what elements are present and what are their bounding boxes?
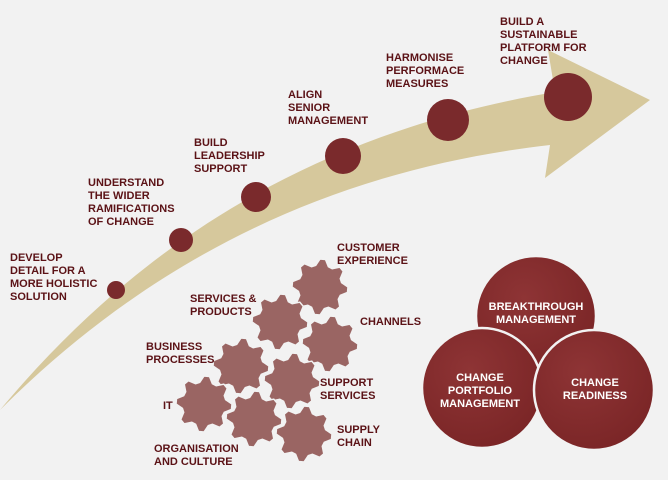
step-label-align-senior-management: ALIGN SENIOR MANAGEMENT bbox=[288, 89, 369, 127]
gear-label-customer-experience: CUSTOMER EXPERIENCE bbox=[337, 242, 408, 267]
circle-change-readiness bbox=[532, 328, 656, 452]
step-dot-2 bbox=[169, 228, 193, 252]
gear-customer-experience bbox=[291, 258, 349, 316]
step-dot-5 bbox=[427, 99, 469, 141]
circle-label-change-readiness: CHANGE READINESS bbox=[562, 377, 628, 402]
step-label-develop-detail: DEVELOP DETAIL FOR A MORE HOLISTIC SOLUT… bbox=[10, 252, 98, 303]
gear-cluster bbox=[175, 258, 359, 463]
gear-label-channels: CHANNELS bbox=[360, 316, 422, 328]
gear-it bbox=[175, 375, 233, 433]
gear-supply-chain bbox=[225, 390, 283, 448]
gear-label-support-services: SUPPORT SERVICES bbox=[320, 377, 376, 402]
gear-business-processes bbox=[212, 337, 270, 395]
gear-support-services bbox=[263, 352, 321, 410]
gear-label-services-products: SERVICES & PRODUCTS bbox=[190, 293, 257, 318]
gear-organisation-culture bbox=[275, 405, 333, 463]
step-dot-4 bbox=[325, 138, 361, 174]
management-circles bbox=[420, 254, 656, 452]
step-label-build-leadership: BUILD LEADERSHIP SUPPORT bbox=[194, 137, 265, 175]
step-dots bbox=[107, 73, 592, 299]
step-label-sustainable-platform: BUILD A SUSTAINABLE PLATFORM FOR CHANGE bbox=[500, 16, 587, 67]
step-dot-1 bbox=[107, 281, 125, 299]
circle-label-change-portfolio-management: CHANGE PORTFOLIO MANAGEMENT bbox=[439, 372, 521, 410]
step-dot-3 bbox=[241, 182, 271, 212]
circle-label-breakthrough-management: BREAKTHROUGH MANAGEMENT bbox=[488, 301, 584, 326]
gear-services-products bbox=[251, 293, 309, 351]
step-label-harmonise-measures: HARMONISE PERFORMACE MEASURES bbox=[386, 52, 465, 90]
gear-label-supply-chain: SUPPLY CHAIN bbox=[337, 424, 381, 449]
gear-label-business-processes: BUSINESS PROCESSES bbox=[146, 341, 215, 366]
progress-arrow bbox=[0, 50, 650, 410]
gear-channels bbox=[301, 315, 359, 373]
step-label-understand-ramifications: UNDERSTAND THE WIDER RAMIFICATIONS OF CH… bbox=[88, 177, 175, 228]
step-dot-6 bbox=[544, 73, 592, 121]
gear-label-organisation-culture: ORGANISATION AND CULTURE bbox=[154, 443, 239, 468]
gear-label-it: IT bbox=[163, 400, 173, 412]
